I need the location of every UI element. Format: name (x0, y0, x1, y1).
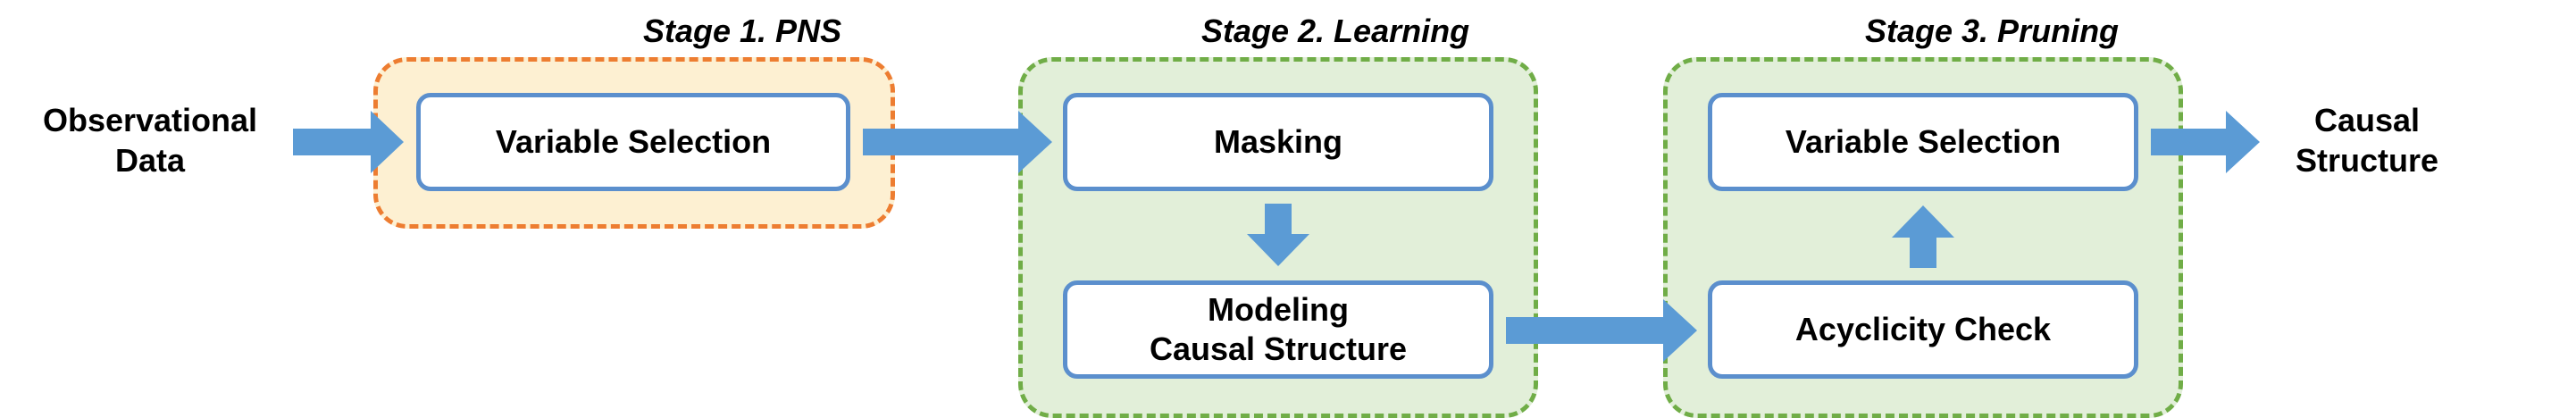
arrow-masking-to-modeling (1247, 204, 1309, 266)
output-label-line1: Causal (2313, 102, 2421, 138)
modeling-causal-structure-node: Modeling Causal Structure (1063, 280, 1493, 379)
modeling-label-line1: Modeling (1208, 291, 1349, 329)
masking-label: Masking (1213, 123, 1343, 161)
stage-3-title: Stage 3. Pruning (1865, 13, 2120, 49)
arrow-stage1-to-masking (863, 111, 1052, 173)
stage-2-title: Stage 2. Learning (1201, 13, 1470, 49)
arrow-acyclicity-to-variable-selection (1892, 205, 1954, 268)
output-label-line2: Structure (2295, 142, 2439, 179)
arrow-stage3-to-output (2151, 111, 2260, 173)
stage-1-title: Stage 1. PNS (643, 13, 842, 49)
arrow-modeling-to-acyclicity (1506, 299, 1697, 362)
output-label: Causal Structure (2269, 100, 2465, 180)
modeling-causal-structure-label: Modeling Causal Structure (1150, 290, 1407, 369)
stage-1-variable-selection-label: Variable Selection (495, 123, 772, 161)
input-label: Observational Data (34, 100, 266, 180)
modeling-label-line2: Causal Structure (1149, 330, 1408, 367)
acyclicity-check-node: Acyclicity Check (1708, 280, 2138, 379)
stage-1-variable-selection-node: Variable Selection (416, 93, 850, 191)
arrow-input-to-stage1 (293, 111, 404, 173)
input-label-line1: Observational (42, 102, 258, 138)
masking-node: Masking (1063, 93, 1493, 191)
acyclicity-check-label: Acyclicity Check (1794, 311, 2052, 348)
input-label-line2: Data (114, 142, 186, 179)
stage-3-variable-selection-node: Variable Selection (1708, 93, 2138, 191)
stage-3-variable-selection-label: Variable Selection (1785, 123, 2062, 161)
